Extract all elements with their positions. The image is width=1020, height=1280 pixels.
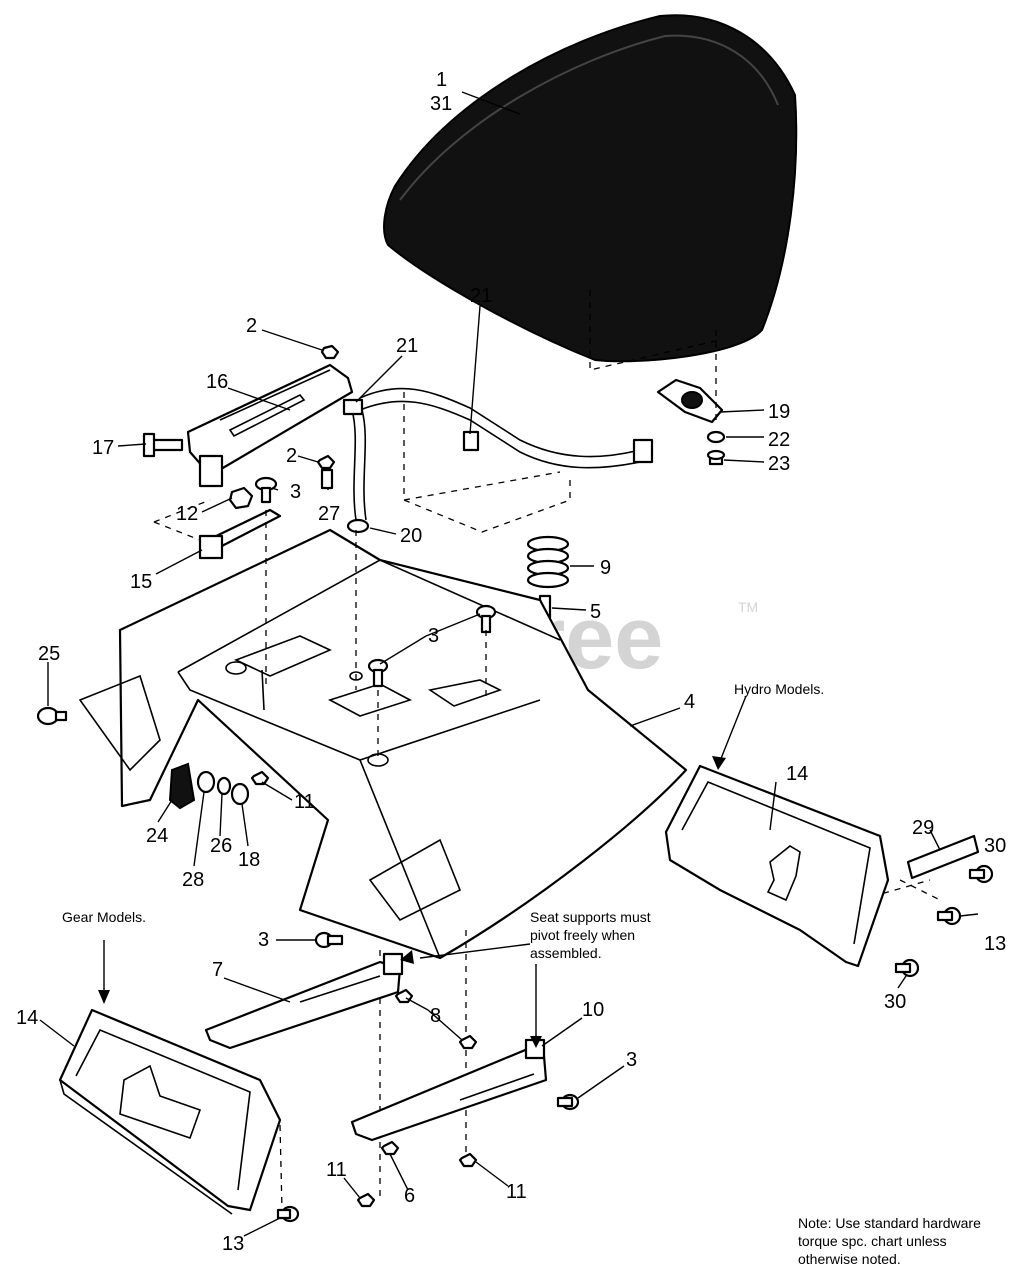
leader-lines	[39, 91, 979, 1237]
bolt-17[interactable]	[142, 432, 184, 458]
callout-20: 20	[400, 525, 422, 547]
callout-14: 14	[16, 1007, 38, 1029]
callout-24: 24	[146, 825, 168, 847]
nut-2-top[interactable]	[320, 344, 340, 360]
bolt-3-center-a[interactable]	[475, 604, 497, 634]
callout-11: 11	[326, 1159, 347, 1181]
washer-28[interactable]	[196, 770, 216, 794]
hardware-note-line2: torque spc. chart unless	[798, 1233, 947, 1249]
seat-support-right[interactable]	[350, 1038, 548, 1142]
callout-29: 29	[912, 817, 934, 839]
callout-23: 23	[768, 453, 790, 475]
hardware-note-line1: Note: Use standard hardware	[798, 1215, 981, 1231]
screw-30-lower[interactable]	[894, 958, 920, 978]
nut-11-upper[interactable]	[250, 770, 270, 786]
frame-outline	[403, 392, 571, 533]
nut-6[interactable]	[380, 1140, 400, 1156]
seat-bracket[interactable]	[186, 363, 354, 488]
annotations: Hydro Models. Gear Models. Seat supports…	[62, 681, 981, 1267]
washer-22[interactable]	[706, 430, 726, 444]
screw-13-gear[interactable]	[276, 1205, 300, 1223]
callout-28: 28	[182, 869, 204, 891]
callout-25: 25	[38, 643, 60, 665]
nut-12[interactable]	[228, 486, 254, 510]
callout-30: 30	[884, 991, 906, 1013]
nut-11-lower-b[interactable]	[458, 1152, 478, 1168]
bolt-3-right[interactable]	[556, 1093, 580, 1111]
bolt-3-left[interactable]	[314, 931, 344, 949]
seat-support-left[interactable]	[204, 952, 404, 1050]
callout-11: 11	[294, 791, 315, 813]
callout-19: 19	[768, 401, 790, 423]
gear-panel[interactable]	[58, 1008, 282, 1215]
callout-21: 21	[470, 285, 492, 307]
gear-models-label: Gear Models.	[62, 909, 146, 925]
callout-22: 22	[768, 429, 790, 451]
callout-21: 21	[396, 335, 418, 357]
assembly-lines	[153, 290, 941, 1211]
bolt-23[interactable]	[706, 449, 726, 466]
callout-12: 12	[176, 503, 198, 525]
callout-26: 26	[210, 835, 232, 857]
callout-5: 5	[590, 601, 601, 623]
washer-26[interactable]	[216, 776, 232, 796]
nut-8b[interactable]	[458, 1034, 478, 1050]
callout-7: 7	[212, 959, 223, 981]
seat-support-note-line1: Seat supports must	[530, 909, 651, 925]
nut-2-mid[interactable]	[316, 454, 336, 470]
pivot-plate[interactable]	[198, 508, 282, 560]
callout-2: 2	[246, 315, 257, 337]
seat[interactable]	[383, 14, 798, 363]
callout-6: 6	[404, 1185, 415, 1207]
callout-15: 15	[130, 571, 152, 593]
spring[interactable]	[526, 535, 570, 589]
screw-30-upper[interactable]	[968, 864, 994, 884]
callout-8: 8	[430, 1005, 441, 1027]
callout-4: 4	[684, 691, 695, 713]
callout-11: 11	[506, 1181, 527, 1203]
callout-30: 30	[984, 835, 1006, 857]
hardware-note-line3: otherwise noted.	[798, 1251, 901, 1267]
svg-text:TM: TM	[738, 599, 758, 615]
seat-support-note-line3: assembled.	[530, 945, 602, 961]
callout-1: 1	[436, 69, 447, 91]
callout-10: 10	[582, 999, 604, 1021]
nut-18[interactable]	[230, 782, 250, 806]
callout-31: 31	[430, 93, 452, 115]
callout-2: 2	[286, 445, 297, 467]
seat-support-note-line2: pivot freely when	[530, 927, 635, 943]
latch-24[interactable]	[168, 762, 196, 810]
callout-18: 18	[238, 849, 260, 871]
callout-17: 17	[92, 437, 114, 459]
callout-27: 27	[318, 503, 340, 525]
wire-harness[interactable]	[342, 387, 654, 534]
arrows	[98, 756, 726, 1048]
callout-13: 13	[222, 1233, 244, 1255]
hydro-models-label: Hydro Models.	[734, 681, 824, 697]
nut-11-lower-a[interactable]	[356, 1192, 376, 1208]
fender[interactable]	[78, 528, 688, 960]
callout-13: 13	[984, 933, 1006, 955]
screw-13-hydro[interactable]	[936, 906, 962, 926]
plate-29[interactable]	[906, 834, 980, 880]
bolt-27[interactable]	[320, 468, 334, 490]
knob-25[interactable]	[36, 706, 68, 726]
bolt-3-upper[interactable]	[254, 476, 278, 504]
callout-3: 3	[258, 929, 269, 951]
callout-16: 16	[206, 371, 228, 393]
callout-3: 3	[290, 481, 301, 503]
seat-hinge[interactable]	[656, 378, 724, 424]
callout-9: 9	[600, 557, 611, 579]
callout-3: 3	[626, 1049, 637, 1071]
callout-14: 14	[786, 763, 808, 785]
hydro-panel[interactable]	[664, 764, 890, 968]
callouts: 1 31 2 21 21 16 17 2 3 12 27 20 15 19 22…	[16, 69, 1006, 1255]
callout-3: 3	[428, 625, 439, 647]
